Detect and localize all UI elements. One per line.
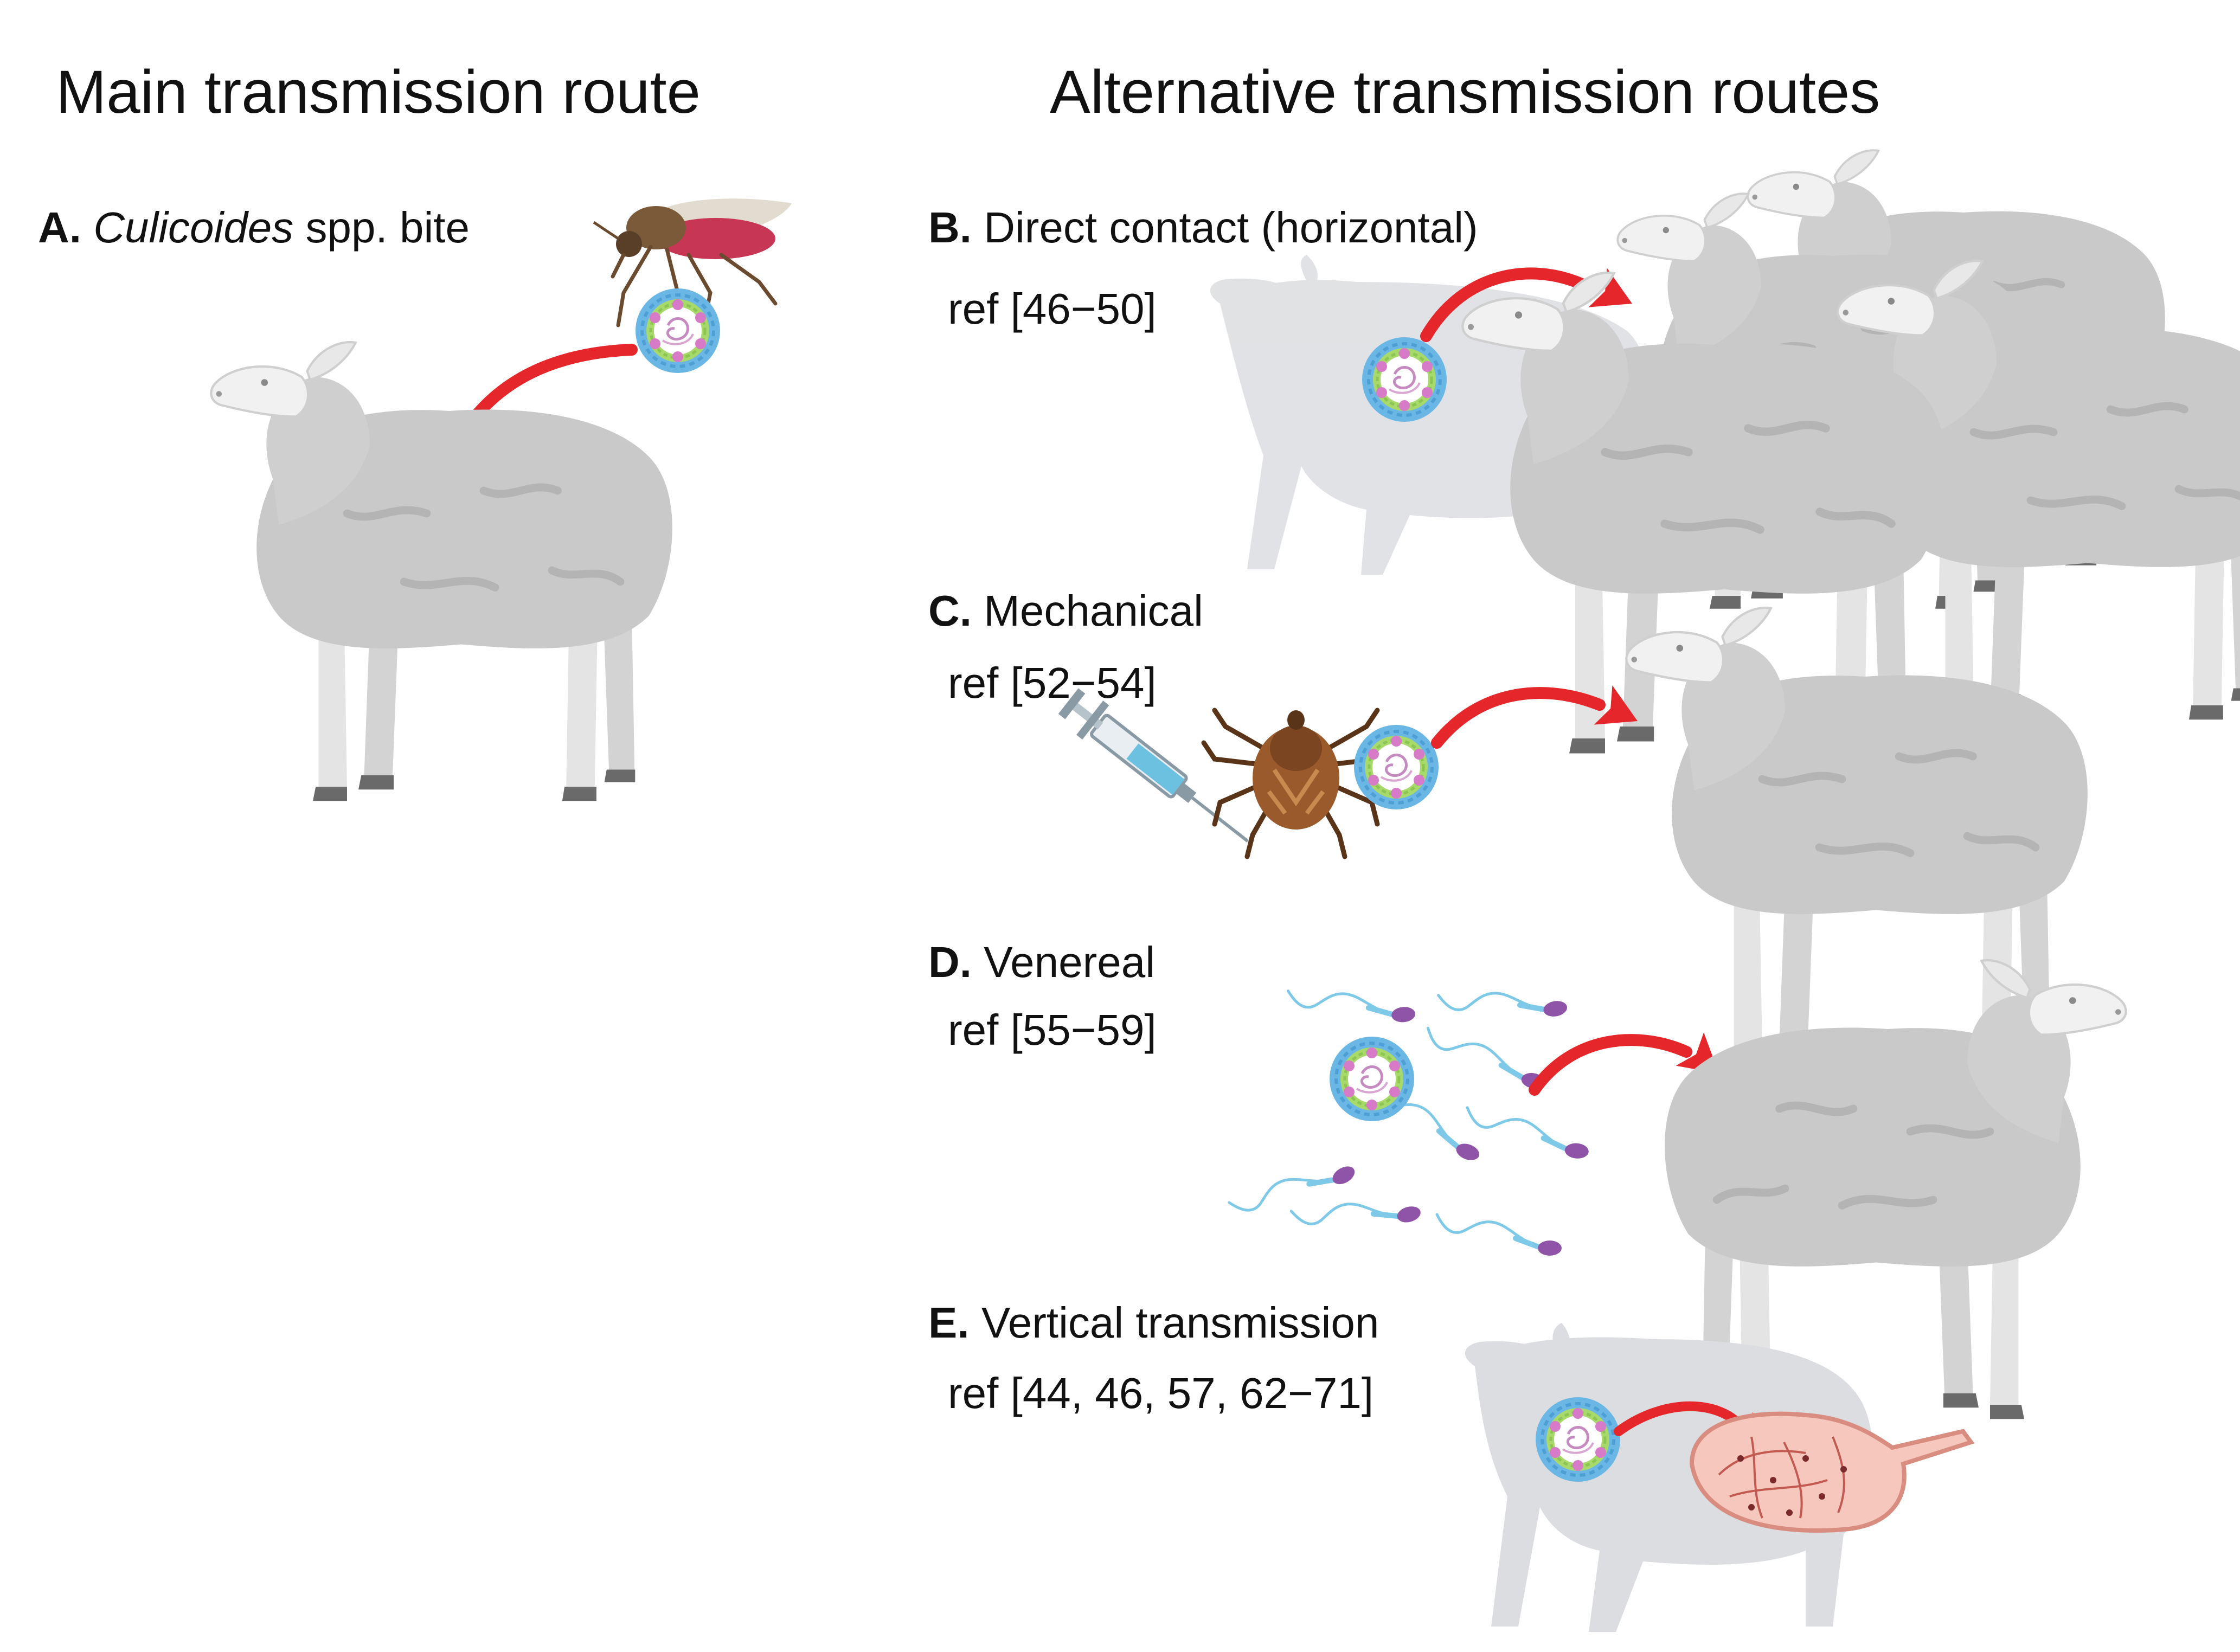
route-c-label: C. Mechanical — [928, 589, 1203, 633]
virus-icon — [1354, 725, 1439, 809]
sperm-icon — [1437, 1214, 1562, 1256]
route-b-label: B. Direct contact (horizontal) — [928, 206, 1478, 249]
sperm-icon — [1464, 1108, 1591, 1160]
sperm-icon — [1421, 1028, 1551, 1090]
sperm-icon — [1291, 1179, 1422, 1251]
route-b-ref: ref [46−50] — [948, 285, 1157, 333]
route-d-ref: ref [55−59] — [948, 1006, 1157, 1054]
main-route-heading: Main transmission route — [56, 58, 701, 126]
route-a-title: spp. bite — [293, 203, 470, 252]
sperm-icon — [1288, 980, 1416, 1032]
route-a-genus: Culicoides — [93, 203, 294, 252]
route-e-title: Vertical transmission — [969, 1299, 1379, 1347]
route-e-label: E. Vertical transmission — [928, 1301, 1379, 1345]
route-a-label: A. Culicoides spp. bite — [38, 206, 470, 249]
virus-icon — [1362, 337, 1447, 422]
route-c-letter: C. — [928, 587, 972, 635]
route-a-letter: A. — [38, 203, 81, 252]
sperm-icon — [1439, 974, 1569, 1036]
sperm-icon — [1229, 1140, 1358, 1238]
route-d-label: D. Venereal — [928, 941, 1155, 984]
route-c-ref: ref [52−54] — [948, 659, 1157, 707]
transmission-arrow — [460, 344, 638, 434]
sheep-icon — [211, 342, 672, 801]
midge-icon — [593, 198, 792, 327]
virus-icon — [1330, 1037, 1414, 1121]
alternative-routes-heading: Alternative transmission routes — [1050, 58, 1880, 126]
route-b-letter: B. — [928, 203, 972, 252]
route-d-letter: D. — [928, 938, 972, 986]
route-b-title: Direct contact (horizontal) — [972, 203, 1478, 252]
uterus-icon — [1689, 1411, 1975, 1533]
transmission-arrow — [1614, 1401, 1740, 1436]
route-e-ref: ref [44, 46, 57, 62−71] — [948, 1369, 1374, 1417]
transmission-arrow — [1420, 267, 1595, 342]
virus-icon — [1536, 1397, 1620, 1482]
syringe-icon — [1058, 688, 1249, 843]
route-c-title: Mechanical — [972, 587, 1203, 635]
virus-icon — [636, 288, 720, 373]
transmission-arrow — [1529, 1034, 1692, 1096]
route-e-letter: E. — [928, 1299, 970, 1347]
transmission-arrow — [1431, 687, 1606, 749]
route-d-title: Venereal — [972, 938, 1156, 986]
